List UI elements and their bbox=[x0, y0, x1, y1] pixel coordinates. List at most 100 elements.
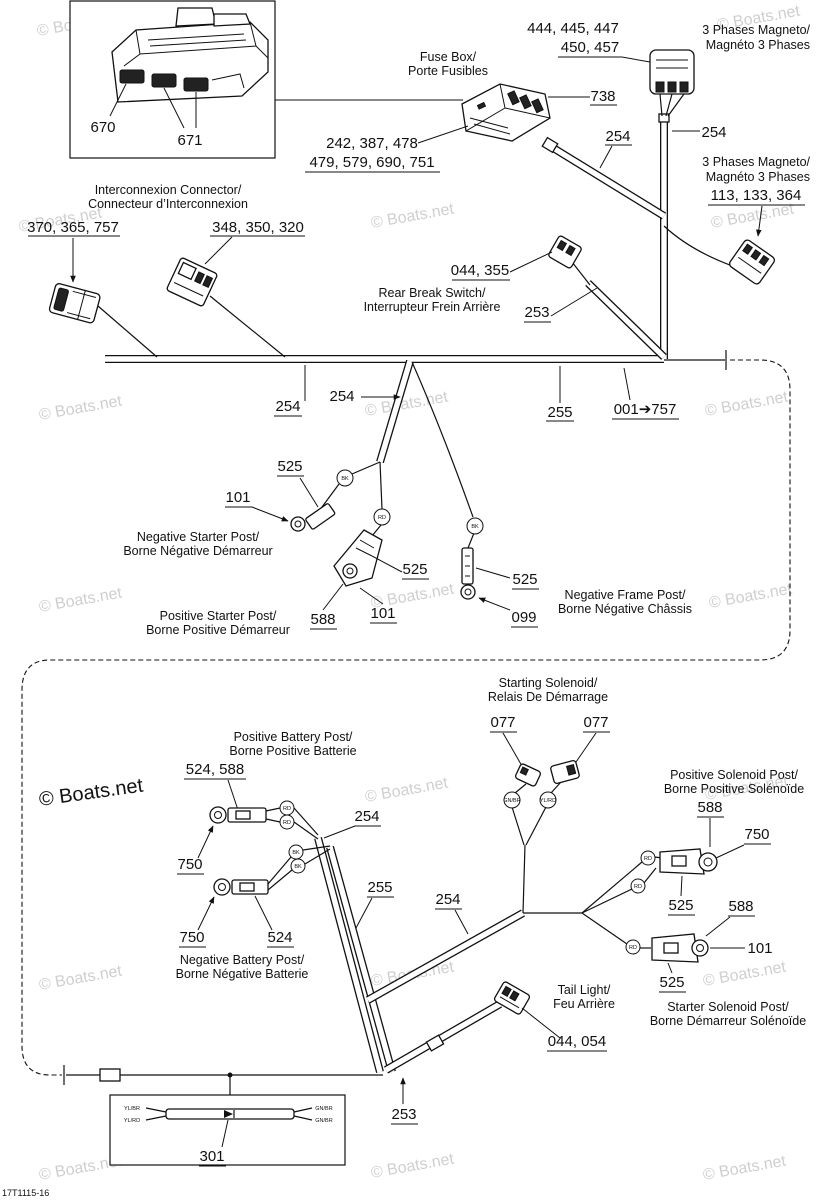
negative-battery-terminal bbox=[213, 878, 269, 896]
negative-frame-terminal bbox=[460, 547, 476, 600]
magneto-connector-side bbox=[728, 239, 776, 285]
magneto-side-parts: 113, 133, 364 bbox=[711, 187, 802, 204]
wire-color-label: RD bbox=[283, 806, 291, 812]
solenoid-connector-b: 077 bbox=[583, 714, 608, 731]
leader-line bbox=[221, 1119, 229, 1148]
magneto-top-parts-line1: 444, 445, 447 bbox=[527, 20, 619, 37]
leader-line bbox=[359, 587, 397, 624]
leader-line bbox=[697, 816, 724, 847]
negative-starter-terminal-part: 101 bbox=[225, 489, 250, 506]
wire-color-marker bbox=[625, 939, 641, 955]
positive-solenoid-boot-part: 588 bbox=[697, 799, 722, 816]
wire-color-marker bbox=[290, 858, 306, 874]
wire-color-label: YL/RD bbox=[540, 798, 556, 804]
positive-battery-title: Positive Battery Post/ bbox=[234, 730, 353, 744]
watermark: © Boats.net bbox=[702, 1153, 788, 1184]
diode-icon bbox=[224, 1110, 233, 1118]
magneto-top-parts-line2: 450, 457 bbox=[561, 39, 619, 56]
watermark: © Boats.net bbox=[38, 585, 124, 616]
positive-battery-terminal bbox=[209, 806, 267, 824]
leader-line bbox=[184, 778, 246, 811]
positive-solenoid-subtitle: Borne Positive Solénoïde bbox=[664, 782, 804, 796]
positive-solenoid-title: Positive Solenoid Post/ bbox=[670, 768, 798, 782]
interconnect-title: Interconnexion Connector/ bbox=[95, 183, 242, 197]
inset-callout-671: 671 bbox=[177, 132, 202, 149]
wire-color-label: BK bbox=[294, 864, 302, 870]
tail-light-connector bbox=[493, 981, 531, 1015]
diode-wire-right-bottom: GN/BR bbox=[315, 1118, 332, 1124]
negative-frame-terminal-part: 099 bbox=[511, 609, 536, 626]
leader-line bbox=[524, 287, 598, 323]
leader-line bbox=[452, 251, 553, 281]
inset-detail: 670 671 bbox=[69, 0, 276, 159]
tail-light-subtitle: Feu Arrière bbox=[553, 997, 615, 1011]
diode-detail: YL/BR YL/RD GN/BR GN/BR bbox=[109, 1094, 346, 1166]
solenoid-connector-b-body bbox=[550, 759, 580, 785]
rear-brake-connector bbox=[548, 235, 582, 269]
interconnect-subtitle: Connecteur d’Interconnexion bbox=[88, 197, 248, 211]
wire-color-label: RD bbox=[644, 856, 652, 862]
diode-wire-left-bottom: YL/RD bbox=[124, 1118, 140, 1124]
leader-line bbox=[417, 125, 469, 144]
battery-neg-wire-label: 255 bbox=[367, 879, 392, 896]
starter-solenoid-terminal-part: 101 bbox=[747, 940, 772, 957]
diode-wire-right-top: GN/BR bbox=[315, 1106, 332, 1112]
leader-line bbox=[435, 908, 469, 935]
magneto-side-subtitle: Magnéto 3 Phases bbox=[706, 170, 810, 184]
leader-line bbox=[355, 896, 394, 929]
starting-solenoid-subtitle: Relais De Démarrage bbox=[488, 690, 608, 704]
positive-starter-boot-part: 588 bbox=[310, 611, 335, 628]
harness-wires bbox=[21, 113, 791, 1095]
negative-frame-title: Negative Frame Post/ bbox=[565, 588, 686, 602]
interconnect-connector bbox=[48, 283, 101, 324]
leader-line bbox=[163, 87, 197, 129]
connector-348 bbox=[166, 257, 218, 307]
leader-line bbox=[599, 144, 632, 169]
leader-line bbox=[323, 825, 381, 839]
watermark: © Boats.net bbox=[370, 201, 456, 232]
wire-color-marker bbox=[539, 791, 557, 809]
magneto-top-subtitle: Magnéto 3 Phases bbox=[706, 38, 810, 52]
positive-battery-parts: 524, 588 bbox=[186, 761, 244, 778]
magneto-connector-top bbox=[649, 49, 695, 117]
leader-line bbox=[371, 555, 429, 580]
tail-light-title: Tail Light/ bbox=[558, 983, 611, 997]
leader-line bbox=[277, 475, 319, 508]
wire-color-label: RD bbox=[629, 945, 637, 951]
wire-color-label: RD bbox=[283, 820, 291, 826]
fuse-parts-line2: 479, 579, 690, 751 bbox=[309, 154, 434, 171]
positive-battery-subtitle: Borne Positive Batterie bbox=[229, 744, 356, 758]
leader-line bbox=[475, 567, 539, 590]
wire-color-marker bbox=[466, 517, 484, 535]
magneto-top-title: 3 Phases Magneto/ bbox=[702, 23, 810, 37]
positive-battery-terminal-part: 750 bbox=[177, 856, 202, 873]
positive-solenoid-connector: 525 bbox=[668, 897, 693, 914]
leader-arrow bbox=[179, 897, 214, 948]
fuse-box bbox=[461, 83, 551, 142]
negative-battery-subtitle: Borne Négative Batterie bbox=[176, 967, 309, 981]
main-right-wire-label: 255 bbox=[547, 404, 572, 421]
starter-solenoid-connector: 525 bbox=[659, 974, 684, 991]
interconnect-parts: 370, 365, 757 bbox=[27, 219, 119, 236]
leader-line bbox=[521, 1007, 607, 1052]
rear-brake-subtitle: Interrupteur Frein Arrière bbox=[364, 300, 501, 314]
watermark-main: © Boats.net bbox=[38, 775, 145, 811]
leader-arrow bbox=[479, 598, 538, 628]
tail-light-parts: 044, 054 bbox=[548, 1033, 606, 1050]
leader-line bbox=[659, 962, 686, 993]
starter-branch-wire-label: 254 bbox=[329, 388, 354, 405]
fuse-box-part: 738 bbox=[590, 88, 615, 105]
wire-color-marker bbox=[630, 878, 646, 894]
leader-line bbox=[705, 915, 755, 937]
wire-color-label: RD bbox=[378, 515, 386, 521]
watermark: © Boats.net bbox=[38, 963, 124, 994]
diode-part: 301 bbox=[199, 1148, 224, 1165]
negative-battery-terminal-part: 750 bbox=[179, 929, 204, 946]
watermark: © Boats.net bbox=[702, 959, 788, 990]
watermark: © Boats.net bbox=[708, 581, 794, 612]
connector-348-parts: 348, 350, 320 bbox=[212, 219, 304, 236]
negative-battery-connector: 524 bbox=[267, 929, 292, 946]
watermark: © Boats.net bbox=[364, 389, 450, 420]
watermark: © Boats.net bbox=[704, 389, 790, 420]
